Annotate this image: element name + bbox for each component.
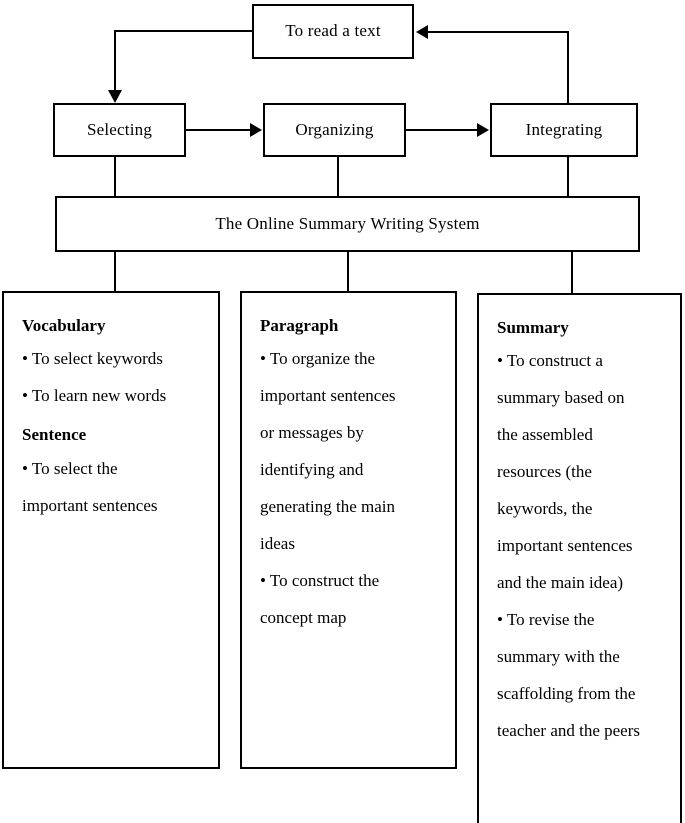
panel-summary-item: keywords, the — [497, 499, 593, 519]
node-integrating-label: Integrating — [525, 119, 603, 139]
panel-vocabulary-sub-item: important sentences — [22, 495, 158, 515]
panel-summary-item: summary with the — [497, 647, 620, 667]
node-online-summary-writing-system-label: The Online Summary Writing System — [215, 213, 480, 233]
panel-vocabulary-title: Vocabulary — [22, 316, 106, 335]
panel-summary-item: and the main idea) — [497, 573, 624, 593]
panel-summary-item: important sentences — [497, 536, 633, 556]
panel-paragraph-item: generating the main — [260, 497, 396, 517]
panel-vocabulary-subtitle-sentence: Sentence — [22, 425, 87, 445]
panel-summary-item: teacher and the peers — [497, 721, 640, 741]
arrowhead-into-selecting — [108, 90, 122, 103]
panel-summary-item: the assembled — [497, 425, 593, 445]
node-organizing-label: Organizing — [295, 119, 374, 139]
connector-integrating-to-read-horizontal — [428, 31, 569, 33]
panel-paragraph-item: concept map — [260, 608, 347, 628]
node-organizing[interactable]: Organizing — [263, 103, 406, 157]
panel-summary-item: • To revise the — [497, 610, 595, 630]
node-selecting[interactable]: Selecting — [53, 103, 186, 157]
panel-vocabulary-item: • To learn new words — [22, 386, 167, 406]
panel-summary-item: • To construct a — [497, 351, 603, 371]
connector-system-to-summary — [571, 251, 573, 293]
panel-paragraph-item: • To organize the — [260, 349, 376, 369]
connector-system-to-vocabulary — [114, 251, 116, 292]
connector-selecting-to-system — [114, 156, 116, 197]
arrowhead-into-organizing — [250, 123, 262, 137]
panel-summary[interactable]: Summary • To construct a summary based o… — [477, 293, 682, 823]
panel-summary-item: scaffolding from the — [497, 684, 636, 704]
panel-vocabulary-item: • To select keywords — [22, 349, 163, 369]
panel-summary-item: summary based on — [497, 388, 625, 408]
panel-paragraph-item: important sentences — [260, 386, 396, 406]
node-to-read-a-text[interactable]: To read a text — [252, 4, 414, 59]
panel-paragraph-item: or messages by — [260, 423, 364, 443]
connector-integrating-to-system — [567, 156, 569, 197]
panel-paragraph-item: • To construct the — [260, 571, 380, 591]
panel-summary-title: Summary — [497, 318, 569, 337]
arrowhead-into-integrating — [477, 123, 489, 137]
node-to-read-a-text-label: To read a text — [285, 21, 381, 41]
connector-organizing-to-integrating — [406, 129, 478, 131]
panel-summary-item: resources (the — [497, 462, 592, 482]
panel-paragraph-item: identifying and — [260, 460, 364, 480]
panel-paragraph-title: Paragraph — [260, 316, 339, 335]
node-selecting-label: Selecting — [86, 119, 153, 139]
node-online-summary-writing-system[interactable]: The Online Summary Writing System — [55, 196, 640, 252]
connector-integrating-to-read-vertical — [567, 31, 569, 103]
connector-selecting-to-organizing — [186, 129, 251, 131]
panel-vocabulary[interactable]: Vocabulary • To select keywords • To lea… — [2, 291, 220, 769]
node-integrating[interactable]: Integrating — [490, 103, 638, 157]
connector-read-to-selecting-horizontal — [114, 30, 253, 32]
panel-paragraph[interactable]: Paragraph • To organize the important se… — [240, 291, 457, 769]
panel-paragraph-item: ideas — [260, 534, 295, 554]
arrowhead-into-read-text — [416, 25, 428, 39]
connector-organizing-to-system — [337, 156, 339, 197]
connector-system-to-paragraph — [347, 251, 349, 292]
connector-read-to-selecting-vertical — [114, 30, 116, 92]
panel-vocabulary-sub-item: • To select the — [22, 458, 118, 478]
